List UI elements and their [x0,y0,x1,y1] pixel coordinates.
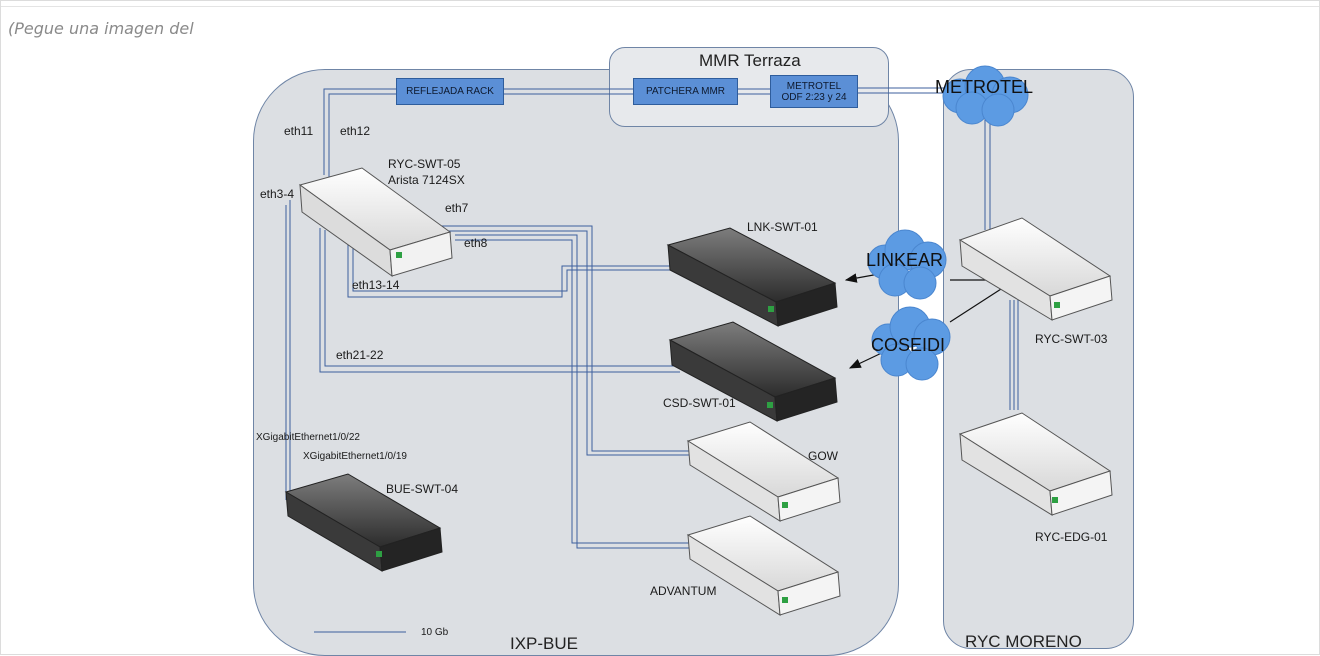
ryc-swt-03-label: RYC-SWT-03 [1035,332,1108,346]
xgigabitethernet-19-label: XGigabitEthernet1/0/19 [303,451,407,462]
links [285,87,1019,633]
cloud-metrotel [942,65,1029,127]
device-ryc-swt-03 [958,217,1113,321]
eth21-22-label: eth21-22 [336,348,384,362]
linkear-cloud-label: LINKEAR [866,250,944,270]
ryc-moreno-region [943,69,1134,649]
ryc-swt-05-model-label: Arista 7124SX [388,173,465,187]
link-eth13-14 [347,232,672,298]
lnk-swt-01-label: LNK-SWT-01 [747,220,818,234]
metrotel-cloud-label: METROTEL [935,77,1034,97]
device-ryc-swt-05 [298,167,453,278]
csd-swt-01-label: CSD-SWT-01 [663,396,736,410]
mmr-terraza-label: MMR Terraza [699,51,801,70]
eth7-label: eth7 [445,201,469,215]
device-lnk-swt-01 [666,227,838,327]
metrotel-odf-line2: ODF 2:23 y 24 [781,91,847,103]
eth3-4-label: eth3-4 [260,187,295,201]
ryc-moreno-label: RYC MORENO [965,632,1082,651]
ixp-bue-label: IXP-BUE [510,634,579,653]
patchera-mmr-box: PATCHERA MMR [633,78,738,105]
ryc-swt-05-label: RYC-SWT-05 [388,157,461,171]
advantum-label: ADVANTUM [650,584,717,598]
eth12-label: eth12 [340,124,371,138]
eth8-label: eth8 [464,236,488,250]
device-csd-swt-01 [668,321,838,422]
metrotel-odf-box: METROTEL ODF 2:23 y 24 [770,75,858,108]
link-eth8-advantum [455,234,690,549]
coseidi-cloud-label: COSEIDI [871,335,946,355]
device-advantum [686,515,841,616]
ryc-edg-01-label: RYC-EDG-01 [1035,530,1108,544]
link-eth21-22 [319,228,680,373]
reflejada-rack-box: REFLEJADA RACK [396,78,504,105]
link-eth11 [323,88,396,175]
bue-swt-04-label: BUE-SWT-04 [386,482,459,496]
eth11-label: eth11 [284,124,314,138]
clouds [867,65,1029,381]
top-rule [1,6,1319,7]
xgigabitethernet-22-label: XGigabitEthernet1/0/22 [256,432,360,443]
link-eth7-gow [440,225,690,452]
metrotel-odf-line1: METROTEL [786,80,842,92]
device-ryc-edg-01 [958,412,1113,516]
cloud-coseidi [871,306,951,381]
gow-label: GOW [808,449,838,463]
cloud-linkear [867,229,947,300]
device-gow [686,421,841,522]
legend-10gb-label: 10 Gb [421,627,449,638]
image-placeholder-text: (Pegue una imagen del [8,19,194,38]
device-bue-swt-04 [284,473,443,572]
eth13-14-label: eth13-14 [352,278,400,292]
